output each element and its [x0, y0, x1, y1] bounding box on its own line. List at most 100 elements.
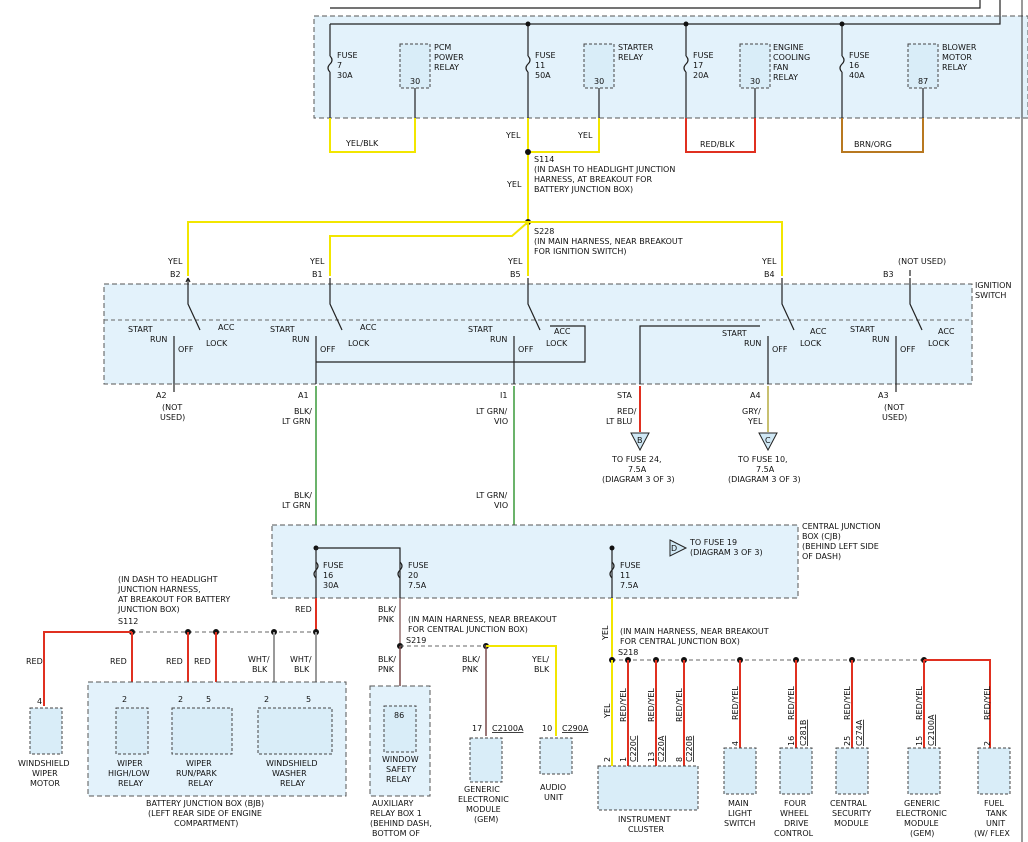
svg-text:YEL: YEL	[577, 131, 593, 140]
svg-text:LT GRN/: LT GRN/	[476, 407, 508, 416]
svg-text:RELAY: RELAY	[434, 63, 459, 72]
svg-text:AUDIO: AUDIO	[540, 783, 566, 792]
svg-text:I1: I1	[500, 391, 507, 400]
svg-text:FUSE: FUSE	[408, 561, 429, 570]
svg-text:(NOT: (NOT	[884, 403, 904, 412]
svg-text:PNK: PNK	[462, 665, 479, 674]
svg-text:FOR CENTRAL JUNCTION BOX): FOR CENTRAL JUNCTION BOX)	[620, 637, 740, 646]
svg-text:RUN: RUN	[150, 335, 167, 344]
svg-text:(IN DASH TO HEADLIGHT JUNCTION: (IN DASH TO HEADLIGHT JUNCTION	[534, 165, 675, 174]
svg-text:C281B: C281B	[799, 720, 808, 746]
svg-text:(GEM): (GEM)	[910, 829, 934, 838]
fuse-11: FUSE 11 50A	[525, 40, 556, 86]
svg-text:RED/YEL: RED/YEL	[619, 688, 628, 722]
ic-wire-labels: YEL RED/YEL RED/YEL RED/YEL 2 1 C220C 13…	[603, 688, 694, 762]
svg-text:B5: B5	[510, 270, 521, 279]
svg-text:YEL: YEL	[747, 417, 763, 426]
fuse-17: FUSE 17 20A	[683, 40, 714, 86]
svg-text:LOCK: LOCK	[348, 339, 370, 348]
svg-text:RED/YEL: RED/YEL	[787, 686, 796, 720]
svg-text:RED/: RED/	[617, 407, 637, 416]
svg-text:USED): USED)	[160, 413, 185, 422]
svg-text:2: 2	[264, 695, 269, 704]
svg-text:WHT/: WHT/	[248, 655, 270, 664]
svg-text:C290A: C290A	[562, 724, 589, 733]
svg-text:YEL: YEL	[601, 625, 610, 641]
svg-text:RUN: RUN	[490, 335, 507, 344]
svg-text:FUSE: FUSE	[693, 51, 714, 60]
svg-text:S114: S114	[534, 155, 554, 164]
svg-text:S228: S228	[534, 227, 554, 236]
svg-text:2: 2	[178, 695, 183, 704]
svg-text:YEL: YEL	[761, 257, 777, 266]
svg-text:BLK/: BLK/	[294, 491, 312, 500]
svg-text:LOCK: LOCK	[800, 339, 822, 348]
svg-text:C220C: C220C	[629, 735, 638, 762]
svg-text:ELECTRONIC: ELECTRONIC	[896, 809, 947, 818]
audio-unit: 10 C290A AUDIO UNIT	[539, 724, 589, 802]
svg-text:ACC: ACC	[554, 327, 571, 336]
svg-text:STARTER: STARTER	[618, 43, 654, 52]
fuse-16-top: FUSE 16 40A	[839, 40, 870, 86]
svg-text:LIGHT: LIGHT	[728, 809, 752, 818]
svg-text:RELAY: RELAY	[118, 779, 143, 788]
connector-c: C	[758, 432, 778, 452]
svg-text:C220B: C220B	[685, 736, 694, 762]
svg-text:5: 5	[306, 695, 311, 704]
svg-text:(W/ FLEX: (W/ FLEX	[974, 829, 1010, 838]
svg-text:YEL: YEL	[167, 257, 183, 266]
svg-text:WHT/: WHT/	[290, 655, 312, 664]
svg-text:RED/YEL: RED/YEL	[915, 686, 924, 720]
svg-text:SECURITY: SECURITY	[832, 809, 871, 818]
svg-text:7.5A: 7.5A	[628, 465, 647, 474]
svg-text:RELAY: RELAY	[188, 779, 213, 788]
svg-text:GENERIC: GENERIC	[904, 799, 940, 808]
svg-text:FAN: FAN	[773, 63, 788, 72]
svg-text:GRY/: GRY/	[742, 407, 761, 416]
svg-text:S112: S112	[118, 617, 138, 626]
svg-text:A1: A1	[298, 391, 309, 400]
wire-label: YEL/BLK	[345, 139, 379, 148]
svg-text:RED/BLK: RED/BLK	[700, 140, 735, 149]
svg-text:AUXILIARY: AUXILIARY	[372, 799, 414, 808]
svg-text:FOR CENTRAL JUNCTION BOX): FOR CENTRAL JUNCTION BOX)	[408, 625, 528, 634]
svg-text:TO FUSE 10,: TO FUSE 10,	[737, 455, 788, 464]
svg-text:WIPER: WIPER	[186, 759, 212, 768]
svg-text:JUNCTION HARNESS,: JUNCTION HARNESS,	[117, 585, 201, 594]
svg-text:16: 16	[849, 61, 859, 70]
svg-text:RELAY: RELAY	[280, 779, 305, 788]
svg-text:(DIAGRAM 3 OF 3): (DIAGRAM 3 OF 3)	[728, 475, 801, 484]
svg-text:OFF: OFF	[178, 345, 194, 354]
svg-text:RELAY: RELAY	[386, 775, 411, 784]
svg-text:BATTERY JUNCTION BOX (BJB): BATTERY JUNCTION BOX (BJB)	[146, 799, 264, 808]
svg-text:RED/YEL: RED/YEL	[731, 686, 740, 720]
svg-text:YEL/: YEL/	[531, 655, 549, 664]
svg-text:RED: RED	[110, 657, 127, 666]
svg-text:RELAY BOX 1: RELAY BOX 1	[370, 809, 422, 818]
svg-text:SWITCH: SWITCH	[975, 291, 1006, 300]
svg-text:30: 30	[410, 77, 420, 86]
svg-text:COMPARTMENT): COMPARTMENT)	[174, 819, 238, 828]
svg-text:C2100A: C2100A	[927, 714, 936, 746]
gem-module: GENERIC ELECTRONIC MODULE (GEM)	[896, 747, 947, 838]
svg-text:TANK: TANK	[985, 809, 1008, 818]
svg-text:RED/YEL: RED/YEL	[675, 688, 684, 722]
svg-text:WINDSHIELD: WINDSHIELD	[266, 759, 318, 768]
svg-text:LT GRN/: LT GRN/	[476, 491, 508, 500]
svg-text:GENERIC: GENERIC	[464, 785, 500, 794]
svg-text:AT BREAKOUT FOR BATTERY: AT BREAKOUT FOR BATTERY	[118, 595, 230, 604]
svg-text:HARNESS, AT BREAKOUT FOR: HARNESS, AT BREAKOUT FOR	[534, 175, 652, 184]
window-safety-relay: 86 WINDOW SAFETY RELAY	[382, 705, 419, 784]
svg-text:FUSE: FUSE	[323, 561, 344, 570]
svg-text:30: 30	[750, 77, 760, 86]
svg-text:7.5A: 7.5A	[408, 581, 427, 590]
svg-text:RED: RED	[295, 605, 312, 614]
svg-text:FUSE: FUSE	[849, 51, 870, 60]
svg-text:B2: B2	[170, 270, 181, 279]
svg-text:(DIAGRAM 3 OF 3): (DIAGRAM 3 OF 3)	[602, 475, 675, 484]
svg-text:LOCK: LOCK	[206, 339, 228, 348]
svg-text:JUNCTION BOX): JUNCTION BOX)	[117, 605, 180, 614]
svg-text:ACC: ACC	[938, 327, 955, 336]
svg-text:POWER: POWER	[434, 53, 464, 62]
